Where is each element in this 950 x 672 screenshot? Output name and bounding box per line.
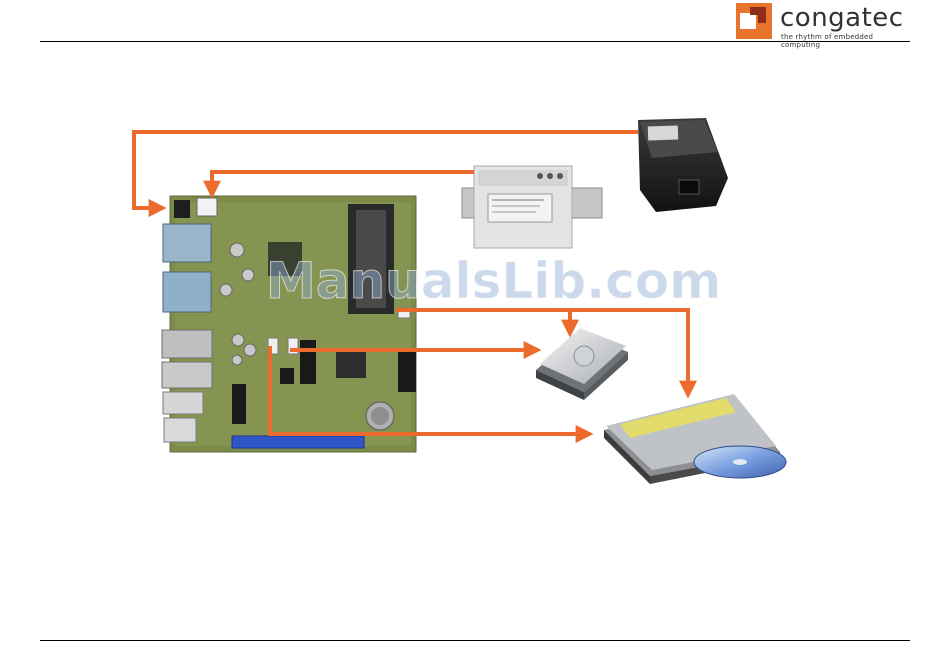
optical-drive	[604, 394, 786, 484]
watermark: ManualsLib.com	[266, 252, 721, 310]
footer-rule	[40, 640, 910, 641]
arrow-din-psu-to-board	[212, 172, 474, 195]
arrow-board-to-optical	[396, 310, 688, 395]
external-power-adapter	[638, 118, 728, 212]
arrow-board-to-hdd	[396, 310, 570, 334]
hard-disk-drive	[536, 328, 628, 400]
din-rail-power-supply	[462, 166, 602, 248]
motherboard	[162, 196, 416, 452]
